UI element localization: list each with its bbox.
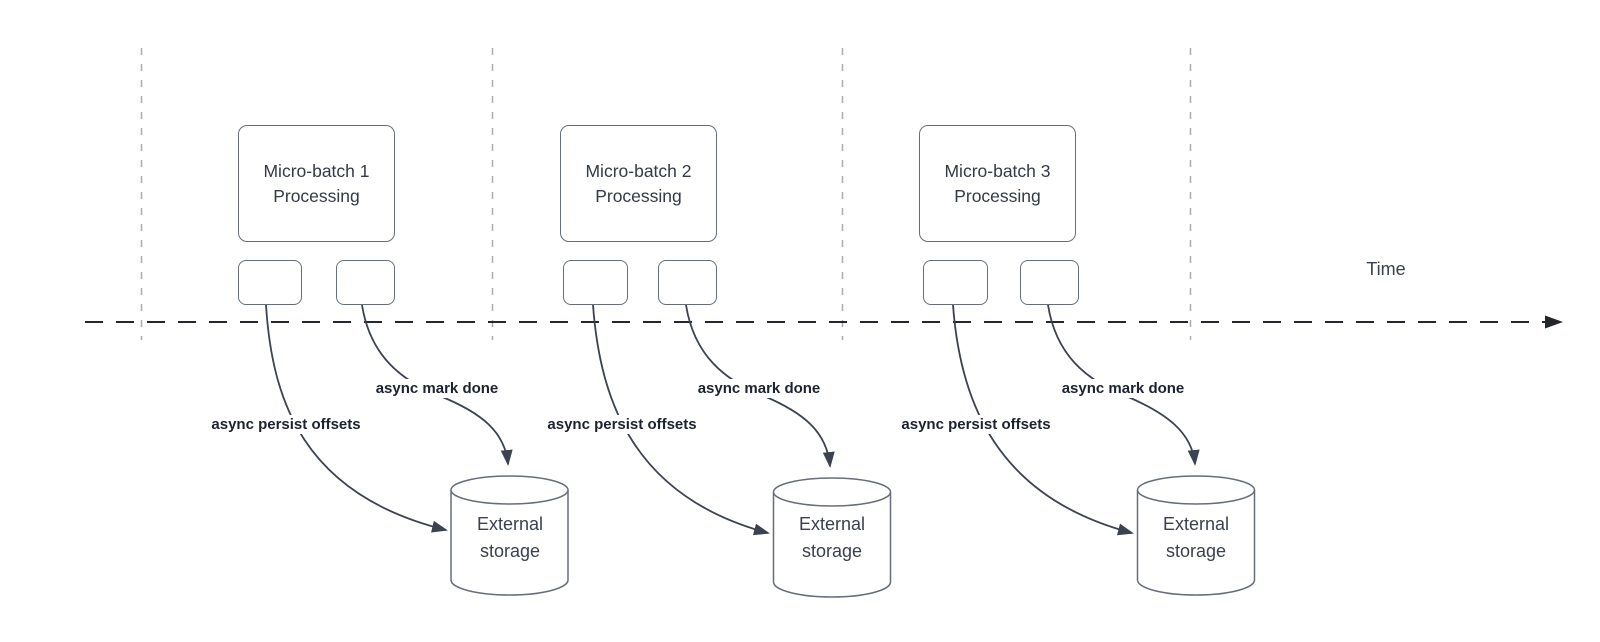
micro-batch-2-label-line2: Processing (595, 185, 682, 206)
external-storage-cylinder-3 (1136, 475, 1256, 596)
persist-task-rect-2 (563, 260, 628, 305)
external-storage-label-3: External storage (1136, 511, 1256, 565)
persist-task-rect-3 (923, 260, 988, 305)
external-storage-label-2: External storage (772, 511, 892, 565)
mark-task-rect-3 (1020, 260, 1079, 305)
storage-2-line2: storage (801, 541, 863, 561)
external-storage-label-1: External storage (450, 511, 570, 565)
external-storage-cylinder-2 (772, 477, 892, 598)
micro-batch-1-label-line1: Micro-batch 1 (263, 160, 370, 181)
storage-3-line1: External (1162, 514, 1230, 534)
persist-offsets-arrow-3 (952, 304, 1134, 536)
storage-1-line2: storage (479, 541, 541, 561)
persist-offsets-arrow-1 (265, 304, 448, 533)
micro-batch-3-label-line1: Micro-batch 3 (944, 160, 1051, 181)
persist-offsets-label-1: async persist offsets (208, 415, 364, 434)
mark-task-rect-1 (336, 260, 395, 305)
persist-offsets-label-2: async persist offsets (544, 415, 700, 434)
time-axis-label: Time (1366, 259, 1406, 279)
persist-offsets-arrow-2 (592, 304, 770, 536)
micro-batch-2-label-line1: Micro-batch 2 (585, 160, 692, 181)
micro-batch-3-label-line2: Processing (954, 185, 1041, 206)
external-storage-cylinder-1 (450, 475, 569, 596)
micro-batch-2-processing-box: Micro-batch 2 Processing (560, 125, 717, 242)
micro-batch-1-processing-box: Micro-batch 1 Processing (238, 125, 395, 242)
micro-batch-3-processing-box: Micro-batch 3 Processing (919, 125, 1076, 242)
mark-done-label-2: async mark done (694, 379, 824, 398)
storage-1-line1: External (476, 514, 544, 534)
storage-3-line2: storage (1165, 541, 1227, 561)
persist-offsets-label-3: async persist offsets (898, 415, 1054, 434)
mark-done-label-3: async mark done (1058, 379, 1188, 398)
persist-task-rect-1 (238, 260, 302, 305)
storage-2-line1: External (798, 514, 866, 534)
mark-task-rect-2 (658, 260, 717, 305)
mark-done-label-1: async mark done (372, 379, 502, 398)
micro-batch-1-label-line2: Processing (273, 185, 360, 206)
